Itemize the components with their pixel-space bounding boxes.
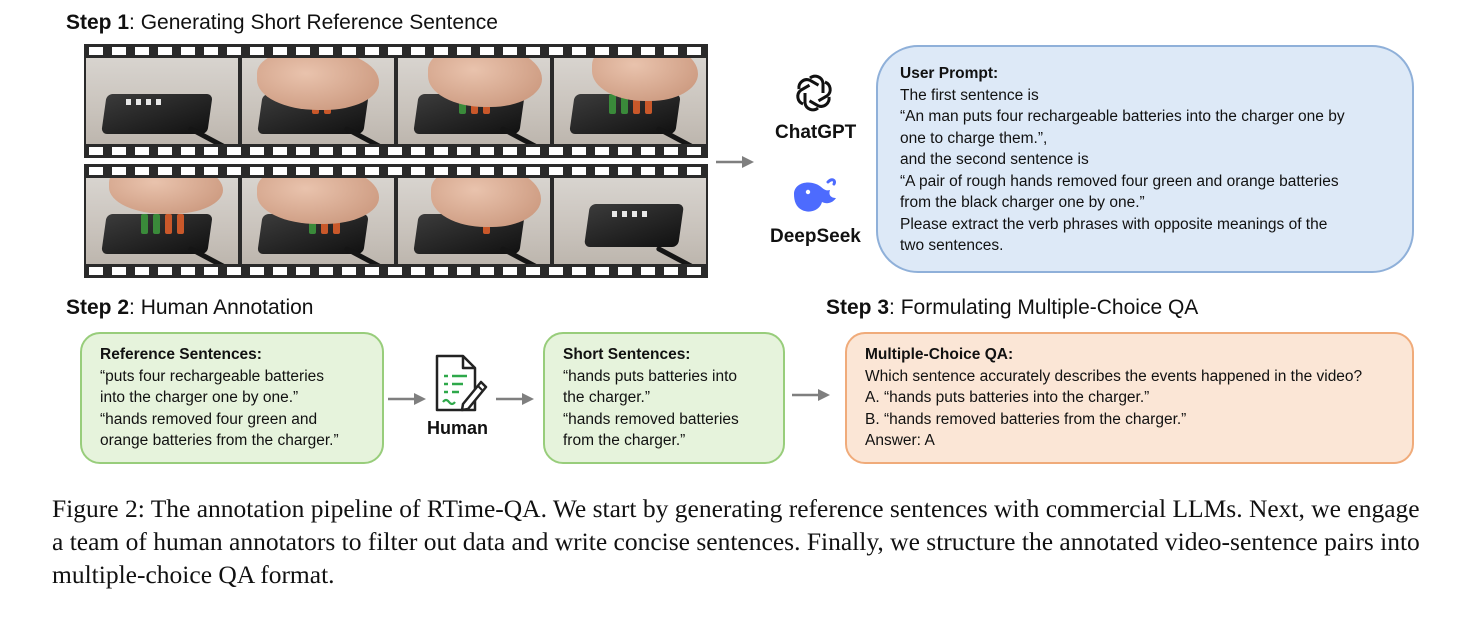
step3-label: Step 3 [826, 296, 890, 319]
document-pen-icon [435, 354, 488, 412]
qa-answer: Answer: A [865, 432, 935, 449]
prompt-line: two sentences. [900, 237, 1004, 254]
qa-question: Which sentence accurately describes the … [865, 367, 1363, 385]
prompt-line: from the black charger one by one.” [900, 194, 1145, 211]
multiple-choice-qa-box: Multiple-Choice QA: Which sentence accur… [845, 332, 1414, 464]
video-frame [242, 58, 394, 144]
step3-text: : Formulating Multiple-Choice QA [889, 296, 1199, 319]
reference-line: into the charger one by one.” [100, 389, 299, 406]
qa-title: Multiple-Choice QA: [865, 346, 1014, 363]
prompt-line: one to charge them.”, [900, 129, 1048, 147]
reference-title: Reference Sentences: [100, 346, 262, 363]
arrow-to-human-icon [388, 393, 426, 405]
qa-option-a: A. “hands puts batteries into the charge… [865, 389, 1150, 406]
video-frame [86, 58, 238, 144]
human-label: Human [427, 418, 489, 438]
prompt-line: The first sentence is [900, 86, 1039, 104]
user-prompt-box: User Prompt: The first sentence is “An m… [876, 45, 1414, 273]
figure-caption: Figure 2: The annotation pipeline of RTi… [52, 494, 1420, 589]
openai-icon [796, 74, 832, 112]
film-sprocket-holes [84, 264, 708, 278]
reference-line: “hands removed four green and [100, 410, 318, 428]
short-line: “hands puts batteries into [563, 367, 738, 385]
reference-line: orange batteries from the charger.” [100, 432, 339, 449]
reference-sentences-box: Reference Sentences: “puts four recharge… [80, 332, 384, 464]
arrow-to-llm-icon [716, 156, 754, 168]
video-frame [242, 178, 394, 264]
film-sprocket-holes [84, 164, 708, 178]
step3-title: Step 3: Formulating Multiple-Choice QA [826, 296, 1198, 320]
qa-option-b: B. “hands removed batteries from the cha… [865, 410, 1187, 428]
step2-title: Step 2: Human Annotation [66, 296, 314, 320]
short-title: Short Sentences: [563, 346, 691, 363]
video-frame [86, 178, 238, 264]
deepseek-label: DeepSeek [770, 226, 861, 247]
video-film-strip-top [84, 44, 708, 158]
short-line: the charger.” [563, 389, 651, 406]
chatgpt-label: ChatGPT [775, 122, 857, 143]
step2-text: : Human Annotation [129, 296, 314, 319]
reference-line: “puts four rechargeable batteries [100, 367, 325, 385]
step1-title: Step 1: Generating Short Reference Sente… [66, 11, 498, 35]
video-frame [554, 178, 706, 264]
video-frame [554, 58, 706, 144]
short-line: “hands removed batteries [563, 410, 739, 428]
step1-text: : Generating Short Reference Sentence [129, 11, 498, 34]
step2-label: Step 2 [66, 296, 130, 319]
film-sprocket-holes [84, 144, 708, 158]
prompt-line: Please extract the verb phrases with opp… [900, 215, 1328, 233]
arrow-to-qa-icon [792, 389, 830, 401]
short-sentences-box: Short Sentences: “hands puts batteries i… [543, 332, 785, 464]
short-line: from the charger.” [563, 432, 686, 449]
deepseek-whale-icon [794, 178, 836, 212]
video-film-strip-bottom [84, 164, 708, 278]
arrow-to-short-icon [496, 393, 534, 405]
video-frame [398, 178, 550, 264]
step1-label: Step 1 [66, 11, 130, 34]
prompt-line: “A pair of rough hands removed four gree… [900, 172, 1339, 190]
film-sprocket-holes [84, 44, 708, 58]
user-prompt-title: User Prompt: [900, 65, 999, 82]
prompt-line: and the second sentence is [900, 151, 1089, 168]
prompt-line: “An man puts four rechargeable batteries… [900, 108, 1345, 125]
video-frame [398, 58, 550, 144]
